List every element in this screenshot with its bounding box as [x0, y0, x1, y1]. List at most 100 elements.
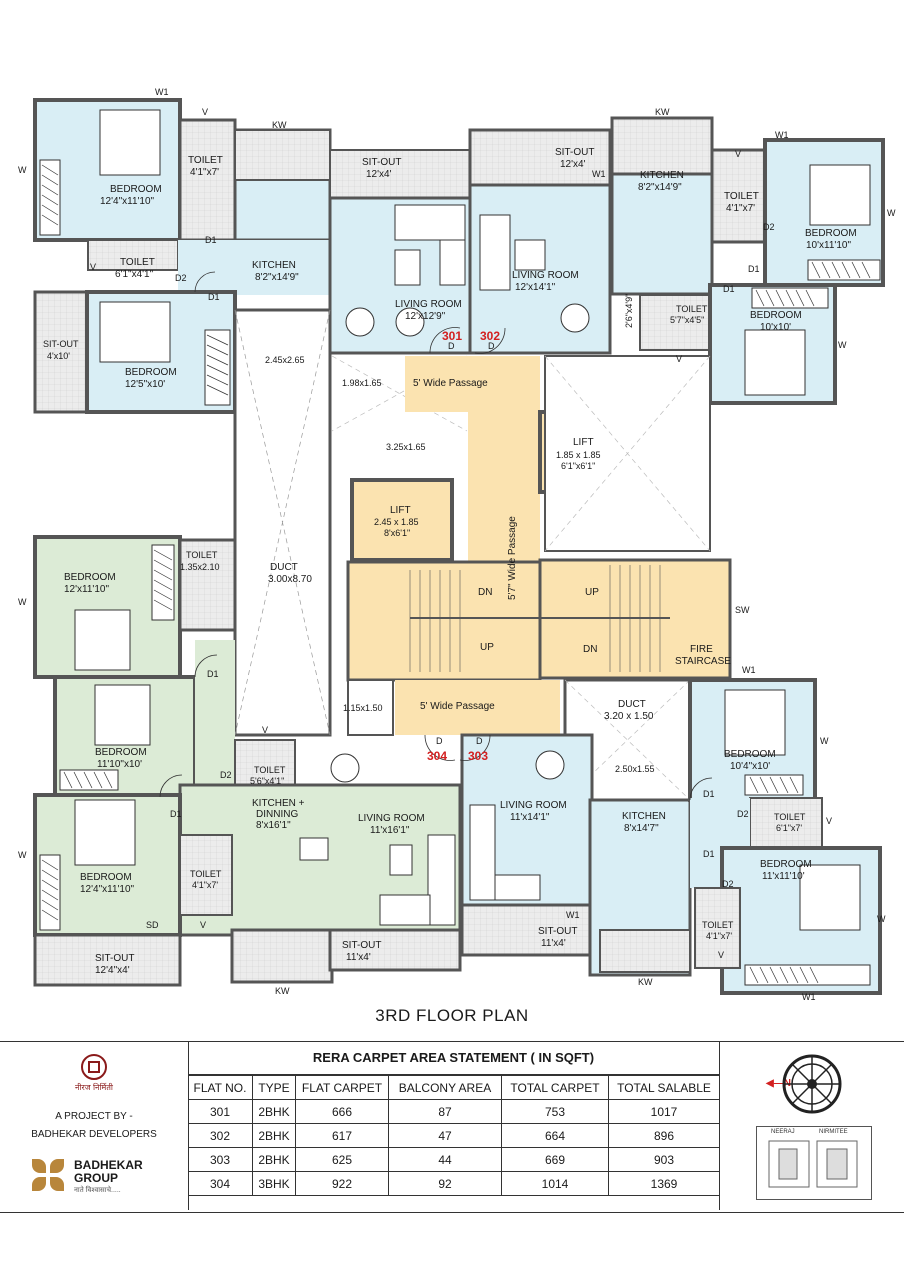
footer: नीरज निर्मिती A PROJECT BY - BADHEKAR DE…: [0, 1041, 904, 1213]
room-size: 5'7"x4'5": [670, 315, 704, 325]
cell: 669: [501, 1147, 609, 1172]
flat-numbers: 301 302 304 303: [427, 329, 500, 763]
room-size: 10'x11'10": [806, 240, 851, 251]
room-name: SIT-OUT: [95, 953, 134, 964]
room-size: 11'x11'10': [762, 871, 805, 882]
nirmitee-name: नीरज निर्मिती: [75, 1083, 113, 1092]
window-mark: W1: [802, 992, 816, 1000]
door-mark: D1: [703, 849, 715, 859]
group-tagline: नाते विश्वासाचे.....: [74, 1187, 121, 1194]
flat-302: [468, 116, 885, 405]
key-plan-label: NEERAJ: [771, 1129, 795, 1135]
room-name: SIT-OUT: [538, 926, 577, 937]
room-name: SIT-OUT: [342, 940, 381, 951]
room-size: 6'1"x6'1": [561, 461, 595, 471]
room-name: TOILET: [188, 155, 223, 166]
cell: 2BHK: [252, 1147, 296, 1172]
room-size: 11'10"x10': [97, 759, 142, 770]
room-size: 4'1"x7': [192, 880, 218, 890]
room-size: 8'2"x14'9": [255, 272, 299, 283]
room-name: LIFT: [390, 505, 411, 516]
vent-mark: V: [202, 107, 208, 117]
room-size: 6'1"x7': [776, 823, 802, 833]
vent-mark: V: [735, 149, 741, 159]
passage-top: 5' Wide Passage: [413, 378, 488, 389]
door-mark: D1: [748, 264, 760, 274]
kitchen-window-mark: KW: [272, 120, 287, 130]
window-mark: W1: [566, 910, 580, 920]
room-name: DUCT: [270, 562, 298, 573]
room-name: TOILET: [120, 257, 155, 268]
room-size: 4'1"x7': [726, 203, 755, 214]
door-mark: D2: [722, 879, 734, 889]
kitchen-window-mark: KW: [638, 977, 653, 987]
key-plan: NEERAJ NIRMITEE: [756, 1126, 872, 1200]
side-window-mark: SW: [735, 605, 750, 615]
room-size: 8'x16'1": [256, 820, 291, 831]
window-mark: W1: [775, 130, 789, 140]
room-name: BEDROOM: [760, 859, 812, 870]
room-size: 4'1"x7': [706, 931, 732, 941]
window-mark: W: [18, 850, 27, 860]
stair-up: UP: [585, 587, 599, 598]
plan-title: 3RD FLOOR PLAN: [375, 1006, 529, 1025]
col-header: TYPE: [252, 1075, 296, 1100]
dimension: 3.25x1.65: [386, 442, 426, 452]
room-name: LIVING ROOM: [358, 813, 425, 824]
cell: 753: [501, 1099, 609, 1124]
door-mark: D2: [763, 222, 775, 232]
passage-vertical: 5'7" Wide Passage: [507, 516, 518, 600]
room-size: 2.45 x 1.85: [374, 517, 419, 527]
project-by: A PROJECT BY -: [55, 1111, 133, 1122]
door-mark: D: [436, 736, 443, 746]
room-name: BEDROOM: [110, 184, 162, 195]
cell: 903: [608, 1147, 719, 1172]
room-size: 8'2"x14'9": [638, 182, 682, 193]
window-mark: W: [838, 340, 847, 350]
vent-mark: V: [826, 816, 832, 826]
dimension: 2.45x2.65: [265, 355, 305, 365]
col-header: FLAT CARPET: [295, 1075, 389, 1100]
vent-mark: V: [676, 354, 682, 364]
dimension: 2.50x1.55: [615, 764, 655, 774]
room-size: 11'x4': [541, 938, 566, 949]
badhekar-group-logo: BADHEKAR GROUP नाते विश्वासाचे.....: [32, 1157, 172, 1197]
room-name: FIRE: [690, 644, 713, 655]
vent-mark: V: [718, 950, 724, 960]
room-size: 5'6"x4'1": [250, 776, 284, 786]
col-header: FLAT NO.: [188, 1075, 253, 1100]
room-name: KITCHEN +: [252, 798, 305, 809]
flat-no-302: 302: [480, 329, 500, 343]
room-name: STAIRCASE: [675, 656, 731, 667]
stair-up: UP: [480, 642, 494, 653]
cell: 666: [295, 1099, 389, 1124]
room-name: TOILET: [774, 812, 806, 822]
room-size: 1.85 x 1.85: [556, 450, 601, 460]
room-size: 12'x4': [560, 159, 586, 170]
room-size: 12'5"x10': [125, 379, 165, 390]
room-size: 11'x16'1": [370, 825, 410, 836]
cell: 1017: [608, 1099, 719, 1124]
flat-304: [33, 535, 462, 987]
door-mark: D: [448, 341, 455, 351]
room-size: 12'4"x11'10": [100, 196, 155, 207]
cell: 922: [295, 1171, 389, 1196]
stair-labels: DN UP UP DN: [478, 587, 599, 655]
col-header: BALCONY AREA: [388, 1075, 502, 1100]
developer-name: BADHEKAR DEVELOPERS: [31, 1129, 157, 1140]
window-mark: W: [18, 597, 27, 607]
room-size: 10'x10': [760, 322, 791, 333]
room-name: BEDROOM: [125, 367, 177, 378]
nirmitee-logo: नीरज निर्मिती: [72, 1054, 116, 1093]
room-name: SIT-OUT: [43, 339, 79, 349]
compass-icon: [782, 1054, 842, 1114]
core: [233, 308, 732, 802]
door-mark: D1: [170, 809, 182, 819]
cell: 625: [295, 1147, 389, 1172]
table-row: 303 2BHK 625 44 669 903: [188, 1147, 719, 1172]
door-mark: D2: [737, 809, 749, 819]
cell: 301: [188, 1099, 253, 1124]
room-size: 11'x4': [346, 952, 371, 963]
orientation: ◀—N NEERAJ NIRMITEE: [720, 1042, 904, 1210]
cell: 664: [501, 1123, 609, 1148]
